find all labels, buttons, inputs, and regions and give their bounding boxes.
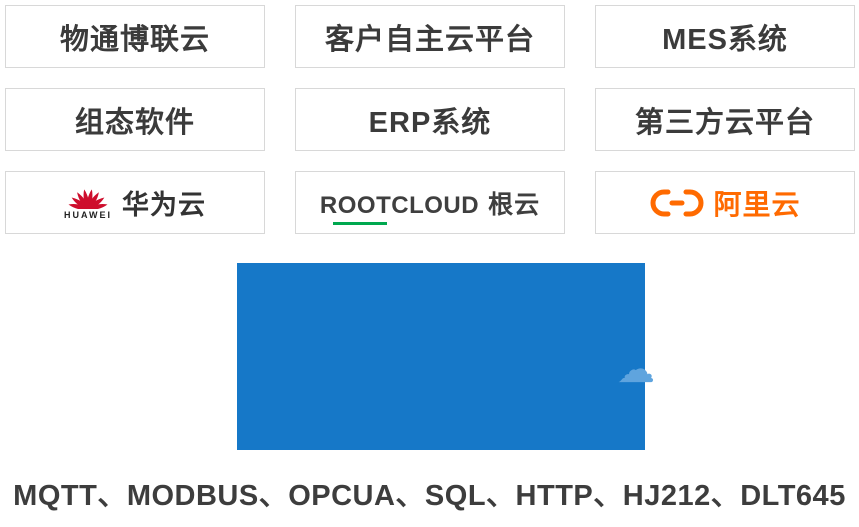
card-rootcloud: ROOTCLOUD 根云	[295, 171, 565, 234]
rootcloud-wordmark: ROOTCLOUD	[319, 191, 480, 225]
card-label: 华为云	[122, 190, 206, 220]
card-label: 第三方云平台	[634, 106, 815, 139]
card-customer-cloud-platform: 客户自主云平台	[295, 5, 565, 68]
cloud-watermark-icon: ☁	[617, 349, 655, 391]
card-mes-system: MES系统	[595, 5, 855, 68]
card-label: 根云	[488, 190, 541, 219]
rootcloud-logo-group: ROOTCLOUD 根云	[319, 185, 541, 225]
card-erp-system: ERP系统	[295, 88, 565, 151]
card-third-party-cloud: 第三方云平台	[595, 88, 855, 151]
huawei-logo: HUAWEI	[64, 185, 112, 220]
card-wutong-bolian-cloud: 物通博联云	[5, 5, 265, 68]
huawei-wordmark: HUAWEI	[64, 210, 112, 220]
card-label: ERP系统	[368, 106, 492, 139]
card-huawei-cloud: HUAWEI 华为云	[5, 171, 265, 234]
card-label: 客户自主云平台	[324, 23, 535, 56]
card-aliyun: 阿里云	[595, 171, 855, 234]
aliyun-logo-group: 阿里云	[649, 183, 800, 223]
gateway-device-image: ☁	[237, 263, 655, 450]
huawei-flower-icon	[68, 189, 108, 209]
platform-grid: 物通博联云 客户自主云平台 MES系统 组态软件 ERP系统 第三方云平台	[5, 5, 855, 234]
rootcloud-wordmark-text: ROOTCLOUD	[319, 191, 480, 219]
card-scada-software: 组态软件	[5, 88, 265, 151]
card-label: MES系统	[662, 23, 788, 56]
protocols-line: MQTT、MODBUS、OPCUA、SQL、HTTP、HJ212、DLT645	[13, 480, 846, 512]
rootcloud-green-underline	[332, 221, 387, 225]
card-label: 组态软件	[74, 106, 195, 139]
huawei-logo-group: HUAWEI 华为云	[64, 183, 206, 222]
card-label: 阿里云	[713, 188, 801, 220]
aliyun-bracket-icon	[651, 189, 704, 216]
card-label: 物通博联云	[59, 23, 210, 56]
